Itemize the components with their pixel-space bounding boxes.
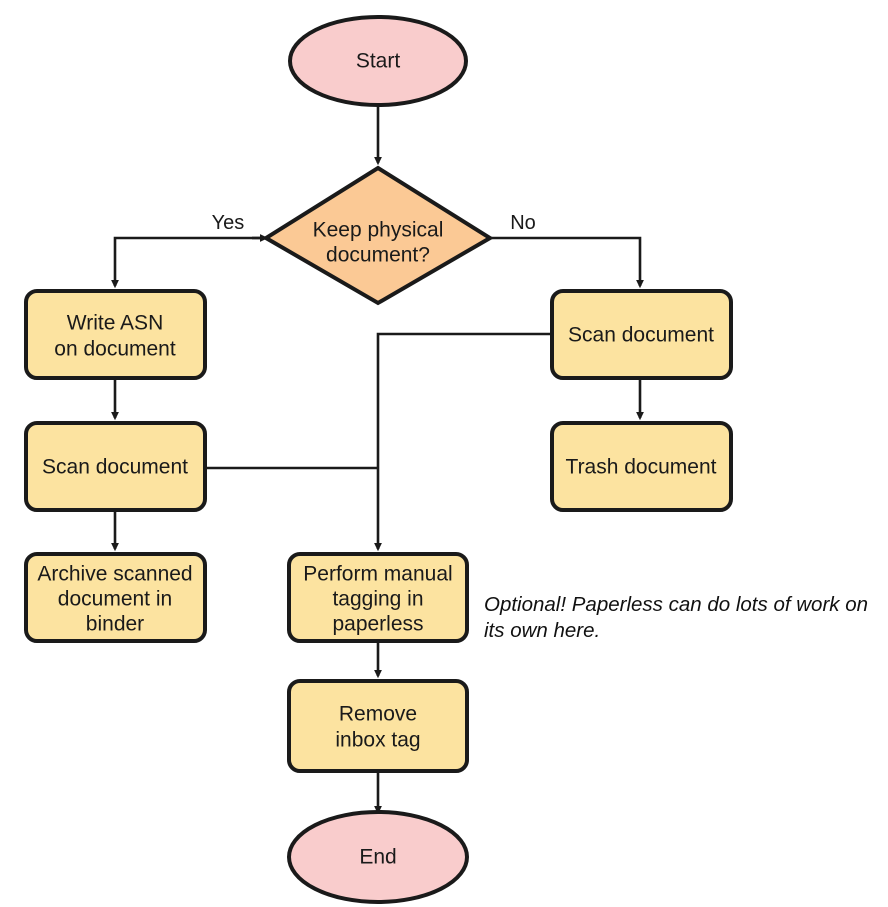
node-write-asn-on-document[interactable]: Write ASN on document (24, 289, 207, 380)
edge-label-yes: Yes (212, 212, 245, 234)
node-scan-document-left[interactable]: Scan document (24, 421, 207, 512)
decision-diamond (262, 165, 494, 306)
annotation-optional-paperless: Optional! Paperless can do lots of work … (484, 593, 868, 642)
scan-document-left-box (24, 421, 207, 512)
decision-label-line1: Keep physical (313, 219, 444, 242)
archive-label-line3: binder (86, 613, 144, 636)
trash-document-box (550, 421, 733, 512)
node-keep-physical-document-decision[interactable]: Keep physical document? (262, 165, 494, 306)
edge-decision-yes-to-write-asn (111, 236, 266, 289)
node-trash-document[interactable]: Trash document (550, 421, 733, 512)
remove-inbox-tag-box (287, 679, 469, 773)
archive-box (24, 552, 207, 643)
node-archive-scanned-document[interactable]: Archive scanned document in binder (24, 552, 207, 643)
tagging-label-line3: paperless (332, 613, 423, 636)
node-start[interactable]: Start (288, 15, 468, 107)
node-scan-document-right[interactable]: Scan document (550, 289, 733, 380)
edge-scan-right-to-tagging (374, 332, 552, 552)
start-ellipse (288, 15, 468, 107)
node-end[interactable]: End (287, 810, 469, 904)
archive-label-line1: Archive scanned (37, 563, 192, 586)
write-asn-label-line2: on document (54, 338, 176, 361)
node-remove-inbox-tag[interactable]: Remove inbox tag (287, 679, 469, 773)
scan-document-right-label: Scan document (568, 324, 714, 347)
tagging-box (287, 552, 469, 643)
write-asn-label-line1: Write ASN (67, 312, 163, 335)
edges-group (111, 105, 644, 815)
remove-inbox-tag-label-line2: inbox tag (335, 729, 420, 752)
start-label: Start (356, 50, 401, 73)
end-label: End (359, 846, 396, 869)
node-perform-manual-tagging[interactable]: Perform manual tagging in paperless (287, 552, 469, 643)
tagging-label-line2: tagging in (332, 588, 423, 611)
decision-label-line2: document? (326, 244, 430, 267)
remove-inbox-tag-label-line1: Remove (339, 703, 417, 726)
end-ellipse (287, 810, 469, 904)
edge-decision-no-to-scan-right (490, 236, 644, 289)
annotation-line1: Optional! Paperless can do lots of work … (484, 593, 868, 616)
archive-label-line2: document in (58, 588, 172, 611)
tagging-label-line1: Perform manual (303, 563, 452, 586)
edge-label-no: No (510, 212, 536, 234)
scan-document-right-box (550, 289, 733, 380)
write-asn-box (24, 289, 207, 380)
scan-document-left-label: Scan document (42, 456, 188, 479)
annotation-line2: its own here. (484, 619, 600, 642)
trash-document-label: Trash document (566, 456, 717, 479)
